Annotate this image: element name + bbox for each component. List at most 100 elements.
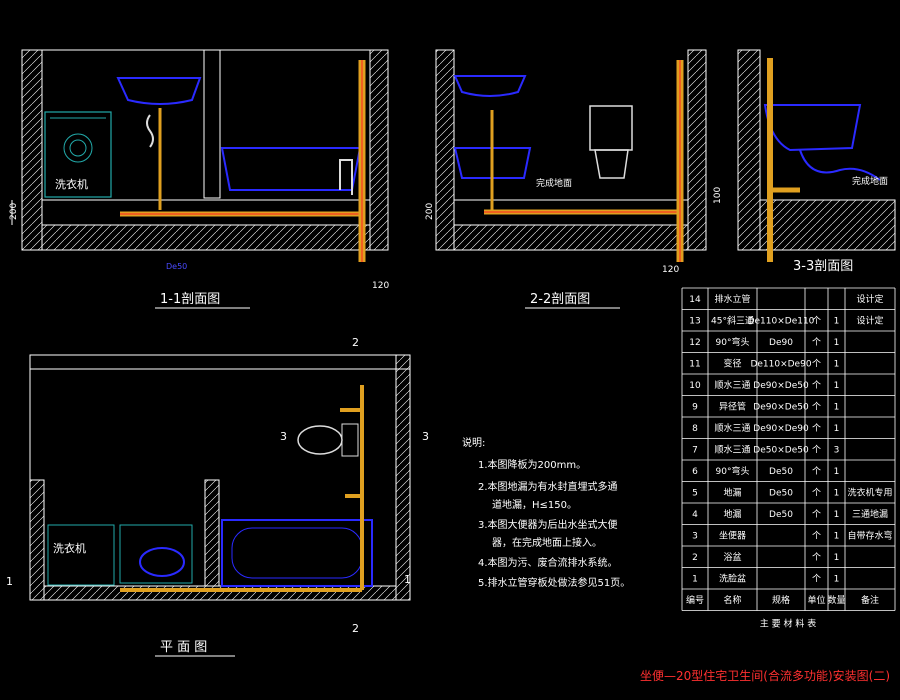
- table-header-cell: 备注: [861, 594, 879, 606]
- table-cell: 浴盆: [723, 551, 741, 563]
- plan-view: 洗衣机 1 1 2 2 3 3 平 面 图: [6, 336, 429, 657]
- notes-block: 说明: 1.本图降板为200mm。 2.本图地漏为有水封直埋式多通 道地漏，H≤…: [462, 436, 630, 589]
- table-cell: 个: [812, 401, 821, 412]
- table-cell: 6: [692, 467, 698, 477]
- section-2-2-title: 2-2剖面图: [530, 292, 590, 307]
- finish-floor-label-3: 完成地面: [852, 175, 888, 187]
- table-cell: 2: [692, 553, 698, 563]
- table-cell: 1: [834, 510, 840, 520]
- table-cell: 1: [834, 574, 840, 584]
- table-cell: 90°弯头: [716, 465, 750, 477]
- table-cell: 1: [692, 574, 698, 584]
- table-cell: 设计定: [856, 293, 883, 305]
- plan-mark-1-right: 1: [404, 573, 411, 586]
- finish-floor-label-2: 完成地面: [536, 177, 572, 189]
- note-line: 道地漏，H≤150。: [492, 498, 577, 511]
- dim-120-right: 120: [662, 265, 679, 275]
- table-cell: 1: [834, 402, 840, 412]
- table-cell: 洗脸盆: [719, 572, 746, 584]
- table-cell: De90×De50: [753, 381, 809, 391]
- washer-label: 洗衣机: [55, 177, 88, 191]
- table-cell: 1: [834, 381, 840, 391]
- table-cell: 1: [834, 488, 840, 498]
- table-cell: 1: [834, 316, 840, 326]
- table-cell: 顺水三通: [714, 443, 750, 455]
- note-line: 5.排水立管穿板处做法参见51页。: [478, 576, 630, 589]
- plan-mark-2-top: 2: [352, 336, 359, 349]
- section-1-1: 洗衣机 200 De50 120 1-1剖面图: [9, 49, 389, 309]
- table-header-cell: 名称: [723, 594, 741, 606]
- table-cell: 个: [812, 315, 821, 326]
- table-cell: 90°弯头: [716, 336, 750, 348]
- table-cell: 7: [692, 445, 698, 455]
- plan-title: 平 面 图: [160, 640, 207, 655]
- drawing-title: 坐便—20型住宅卫生间(合流多功能)安装图(二): [640, 668, 890, 683]
- table-cell: 个: [812, 358, 821, 369]
- table-cell: 顺水三通: [714, 422, 750, 434]
- table-cell: 三通地漏: [852, 508, 888, 520]
- note-line: 器，在完成地面上接入。: [492, 536, 602, 549]
- table-cell: De110×De110: [748, 316, 815, 326]
- table-cell: 个: [812, 337, 821, 348]
- table-cell: 1: [834, 553, 840, 563]
- table-cell: 个: [812, 530, 821, 541]
- section-3-3: 完成地面 3-3剖面图: [737, 49, 896, 274]
- table-cell: De110×De90: [750, 359, 811, 369]
- note-line: 3.本图大便器为后出水坐式大便: [478, 518, 618, 531]
- notes-heading: 说明:: [462, 436, 485, 449]
- table-cell: De50: [769, 488, 793, 498]
- table-cell: De90×De50: [753, 402, 809, 412]
- dim-200-b: 200: [425, 203, 435, 220]
- plan-mark-3-right: 3: [422, 430, 429, 443]
- note-line: 2.本图地漏为有水封直埋式多通: [478, 480, 618, 493]
- note-line: 1.本图降板为200mm。: [478, 458, 586, 471]
- section-2-2: 完成地面 200 100 120 2-2剖面图: [425, 49, 723, 309]
- washer-label-plan: 洗衣机: [53, 541, 86, 555]
- materials-caption: 主 要 材 料 表: [760, 618, 816, 630]
- table-cell: 地漏: [723, 486, 741, 498]
- table-cell: 设计定: [856, 314, 883, 326]
- table-cell: 自带存水弯: [847, 529, 892, 541]
- section-3-3-title: 3-3剖面图: [793, 259, 853, 274]
- table-cell: 坐便器: [719, 529, 746, 541]
- table-cell: 13: [689, 316, 700, 326]
- table-cell: 个: [812, 380, 821, 391]
- plan-mark-2-bottom: 2: [352, 622, 359, 635]
- table-cell: 个: [812, 444, 821, 455]
- section-1-1-title: 1-1剖面图: [160, 292, 220, 307]
- table-cell: De50: [769, 467, 793, 477]
- table-cell: De90: [769, 338, 793, 348]
- table-cell: 个: [812, 573, 821, 584]
- table-cell: 个: [812, 466, 821, 477]
- dim-120-left: 120: [372, 281, 389, 291]
- table-cell: 4: [692, 510, 698, 520]
- table-cell: 1: [834, 531, 840, 541]
- table-cell: 9: [692, 402, 698, 412]
- table-header-cell: 编号: [686, 594, 704, 606]
- table-cell: 12: [689, 338, 700, 348]
- table-cell: 1: [834, 338, 840, 348]
- table-cell: 变径: [723, 357, 741, 369]
- table-cell: 10: [689, 381, 701, 391]
- table-cell: De50: [769, 510, 793, 520]
- table-cell: 1: [834, 359, 840, 369]
- table-cell: 45°斜三通: [711, 314, 754, 326]
- note-line: 4.本图为污、废合流排水系统。: [478, 556, 618, 569]
- table-cell: 个: [812, 423, 821, 434]
- dim-100: 100: [713, 187, 723, 204]
- table-header-cell: 数量: [827, 594, 845, 606]
- table-cell: 个: [812, 552, 821, 563]
- table-cell: 11: [689, 359, 700, 369]
- table-cell: 8: [692, 424, 698, 434]
- table-cell: 个: [812, 509, 821, 520]
- pipe-size-label: De50: [166, 262, 187, 271]
- plan-mark-1-left: 1: [6, 575, 13, 588]
- table-cell: De90×De90: [753, 424, 809, 434]
- plan-mark-3-left: 3: [280, 430, 287, 443]
- table-header-cell: 单位: [807, 594, 825, 606]
- table-cell: 地漏: [723, 508, 741, 520]
- table-cell: 3: [834, 445, 840, 455]
- table-cell: 顺水三通: [714, 379, 750, 391]
- table-cell: 个: [812, 487, 821, 498]
